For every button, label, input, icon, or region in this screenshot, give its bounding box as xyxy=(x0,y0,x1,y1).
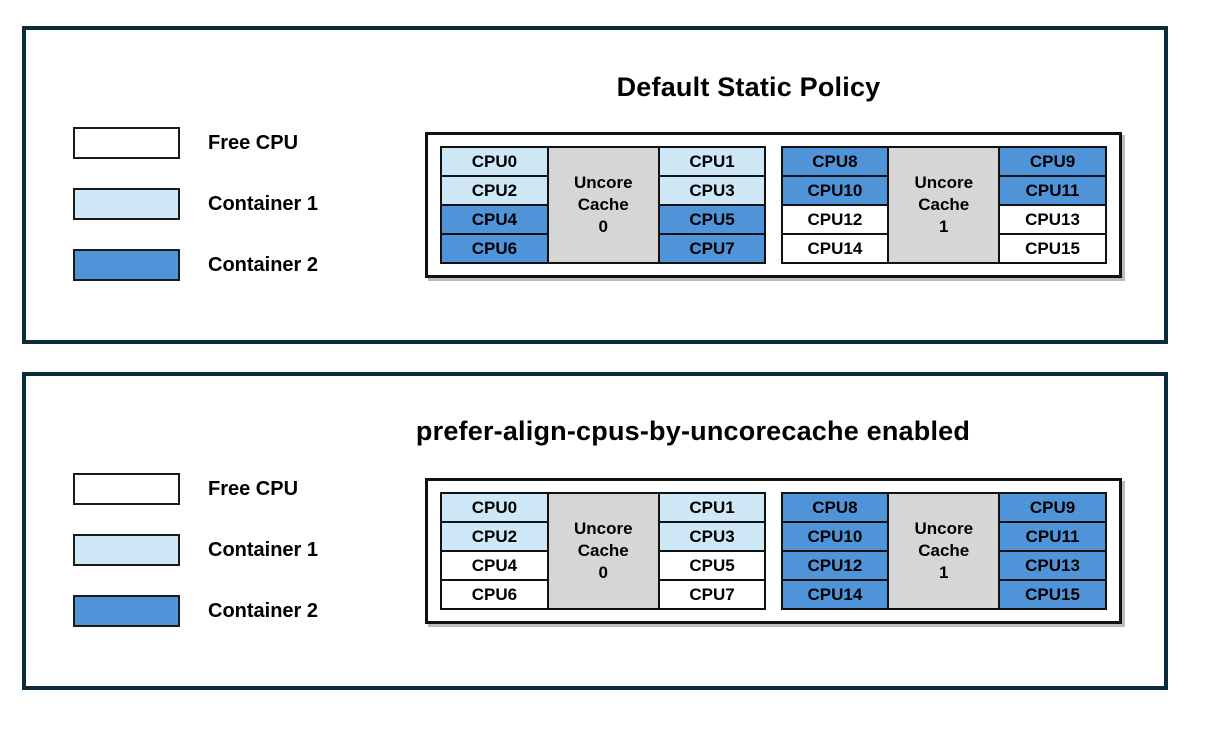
cpu-column: CPU8 CPU10 CPU12 CPU14 xyxy=(780,492,890,610)
cpu-cell: CPU7 xyxy=(657,579,767,610)
legend: Free CPU Container 1 Container 2 xyxy=(73,127,318,310)
cpu-cell: CPU3 xyxy=(657,175,767,206)
uncore-cache-block: Uncore Cache 1 xyxy=(887,146,1001,264)
uncore-label-line: 0 xyxy=(598,217,608,237)
uncore-label-line: Cache xyxy=(577,540,629,560)
cpu-column: CPU1 CPU3 CPU5 CPU7 xyxy=(657,146,767,264)
cpu-topology-diagram: CPU0 CPU2 CPU4 CPU6 Uncore Cache 0 CPU1 … xyxy=(425,132,1122,278)
cpu-cell: CPU13 xyxy=(998,204,1107,235)
uncore-label-line: 1 xyxy=(939,563,949,583)
cpu-column: CPU1 CPU3 CPU5 CPU7 xyxy=(657,492,767,610)
cpu-cell: CPU4 xyxy=(440,550,549,581)
legend-swatch-container-1 xyxy=(73,188,180,220)
uncore-cache-0-group: CPU0 CPU2 CPU4 CPU6 Uncore Cache 0 CPU1 … xyxy=(440,146,767,264)
cpu-cell: CPU10 xyxy=(780,521,890,552)
legend-item-container-1: Container 1 xyxy=(73,534,318,566)
legend-label: Container 1 xyxy=(208,192,319,215)
cpu-cell: CPU15 xyxy=(998,233,1107,264)
cpu-cell: CPU9 xyxy=(998,146,1107,177)
cpu-column: CPU0 CPU2 CPU4 CPU6 xyxy=(440,146,549,264)
uncore-label-line: Cache xyxy=(918,194,970,214)
legend-item-container-1: Container 1 xyxy=(73,188,318,220)
cpu-cell: CPU10 xyxy=(780,175,890,206)
legend-label: Container 2 xyxy=(208,599,319,622)
uncore-label-line: Cache xyxy=(918,540,970,560)
cpu-topology-diagram: CPU0 CPU2 CPU4 CPU6 Uncore Cache 0 CPU1 … xyxy=(425,478,1122,624)
uncore-cache-1-group: CPU8 CPU10 CPU12 CPU14 Uncore Cache 1 CP… xyxy=(780,492,1108,610)
legend-item-container-2: Container 2 xyxy=(73,595,318,627)
legend-swatch-free-cpu xyxy=(73,127,180,159)
cpu-cell: CPU6 xyxy=(440,579,549,610)
cpu-cell: CPU14 xyxy=(780,579,890,610)
cpu-cell: CPU15 xyxy=(998,579,1107,610)
cpu-cell: CPU12 xyxy=(780,550,890,581)
legend: Free CPU Container 1 Container 2 xyxy=(73,473,318,656)
legend-item-free-cpu: Free CPU xyxy=(73,127,318,159)
cpu-cell: CPU13 xyxy=(998,550,1107,581)
legend-item-free-cpu: Free CPU xyxy=(73,473,318,505)
uncore-cache-0-group: CPU0 CPU2 CPU4 CPU6 Uncore Cache 0 CPU1 … xyxy=(440,492,767,610)
uncore-label-line: Uncore xyxy=(573,518,633,538)
cpu-column: CPU0 CPU2 CPU4 CPU6 xyxy=(440,492,549,610)
cpu-cell: CPU12 xyxy=(780,204,890,235)
cpu-cell: CPU7 xyxy=(657,233,767,264)
uncore-label-line: Cache xyxy=(577,194,629,214)
cpu-cell: CPU2 xyxy=(440,175,549,206)
cpu-cell: CPU2 xyxy=(440,521,549,552)
cpu-cell: CPU11 xyxy=(998,175,1107,206)
legend-swatch-container-2 xyxy=(73,595,180,627)
cpu-cell: CPU8 xyxy=(780,492,890,523)
cpu-cell: CPU8 xyxy=(780,146,890,177)
cpu-column: CPU9 CPU11 CPU13 CPU15 xyxy=(998,146,1107,264)
cpu-cell: CPU3 xyxy=(657,521,767,552)
legend-swatch-container-2 xyxy=(73,249,180,281)
legend-label: Free CPU xyxy=(208,477,299,500)
cpu-cell: CPU1 xyxy=(657,492,767,523)
uncore-label-line: 1 xyxy=(939,217,949,237)
legend-swatch-container-1 xyxy=(73,534,180,566)
cpu-cell: CPU14 xyxy=(780,233,890,264)
policy-panel-default-static: Default Static Policy Free CPU Container… xyxy=(22,26,1168,344)
panel-title: prefer-align-cpus-by-uncorecache enabled xyxy=(415,416,971,446)
cpu-cell: CPU0 xyxy=(440,492,549,523)
cpu-cell: CPU0 xyxy=(440,146,549,177)
uncore-cache-block: Uncore Cache 0 xyxy=(546,492,660,610)
legend-label: Free CPU xyxy=(208,131,299,154)
cpu-cell: CPU5 xyxy=(657,204,767,235)
uncore-label-line: 0 xyxy=(598,563,608,583)
uncore-cache-1-group: CPU8 CPU10 CPU12 CPU14 Uncore Cache 1 CP… xyxy=(780,146,1108,264)
uncore-label-line: Uncore xyxy=(914,518,974,538)
panel-title: Default Static Policy xyxy=(616,72,881,102)
legend-label: Container 2 xyxy=(208,253,319,276)
cpu-column: CPU8 CPU10 CPU12 CPU14 xyxy=(780,146,890,264)
uncore-cache-block: Uncore Cache 0 xyxy=(546,146,660,264)
cpu-cell: CPU6 xyxy=(440,233,549,264)
policy-panel-uncorecache-enabled: prefer-align-cpus-by-uncorecache enabled… xyxy=(22,372,1168,690)
cpu-cell: CPU11 xyxy=(998,521,1107,552)
legend-swatch-free-cpu xyxy=(73,473,180,505)
legend-item-container-2: Container 2 xyxy=(73,249,318,281)
cpu-column: CPU9 CPU11 CPU13 CPU15 xyxy=(998,492,1107,610)
uncore-label-line: Uncore xyxy=(573,172,633,192)
cpu-cell: CPU4 xyxy=(440,204,549,235)
cpu-cell: CPU1 xyxy=(657,146,767,177)
legend-label: Container 1 xyxy=(208,538,319,561)
cpu-cell: CPU5 xyxy=(657,550,767,581)
cpu-cell: CPU9 xyxy=(998,492,1107,523)
uncore-label-line: Uncore xyxy=(914,172,974,192)
uncore-cache-block: Uncore Cache 1 xyxy=(887,492,1001,610)
